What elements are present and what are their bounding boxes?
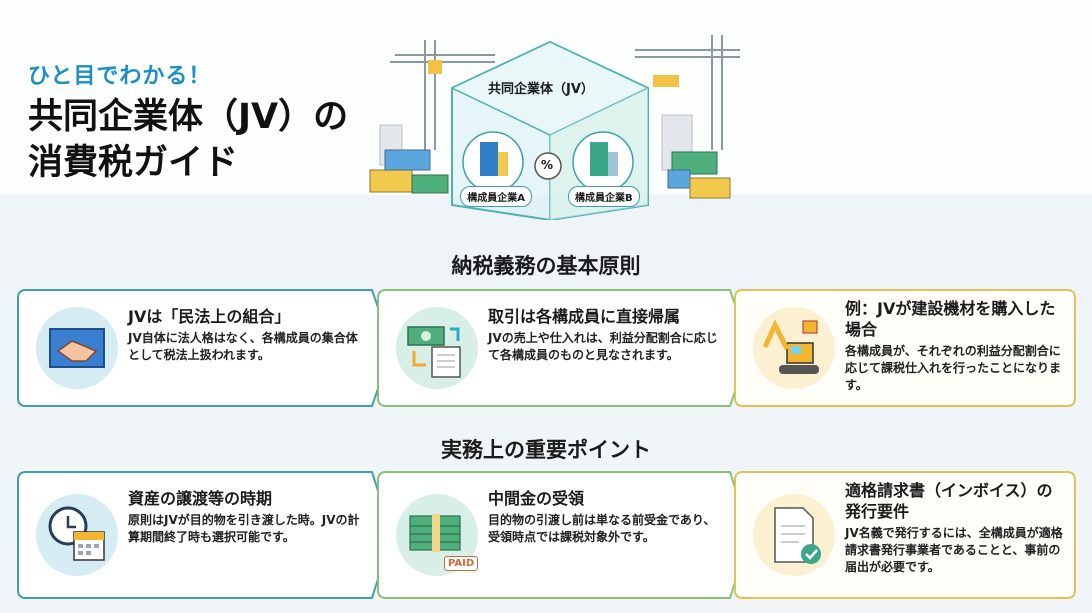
info-card: JVは「民法上の組合」 JV自体に法人格はなく、各構成員の集合体として税法上扱わ… bbox=[17, 289, 394, 407]
card-title: JVは「民法上の組合」 bbox=[128, 307, 291, 326]
info-card: 取引は各構成員に直接帰属 JVの売上や仕入れは、利益分配割合に応じて各構成員のも… bbox=[377, 289, 752, 407]
section-heading-practical: 実務上の重要ポイント bbox=[441, 438, 651, 462]
blocks-right-icon bbox=[661, 114, 731, 199]
blocks-left-icon bbox=[369, 124, 449, 194]
card-text: JVは「民法上の組合」 JV自体に法人格はなく、各構成員の集合体として税法上扱わ… bbox=[128, 306, 364, 364]
card-text: 資産の譲渡等の時期 原則はJVが目的物を引き渡した時。JVの計算期間終了時も選択… bbox=[128, 488, 364, 546]
card-frame bbox=[17, 471, 394, 599]
info-card: PAID 中間金の受領 目的物の引渡し前は単なる前受金であり、受領時点では課税対… bbox=[377, 471, 752, 599]
card-title: 取引は各構成員に直接帰属 bbox=[488, 307, 681, 326]
excavator-icon bbox=[753, 307, 835, 389]
clock-calendar-icon bbox=[36, 494, 118, 576]
card-text: 適格請求書（インボイス）の発行要件 JV名義で発行するには、全構成員が適格請求書… bbox=[845, 480, 1067, 576]
kicker: ひと目でわかる！ bbox=[28, 64, 212, 89]
card-body: JVの売上や仕入れは、利益分配割合に応じて各構成員のものと見なされます。 bbox=[488, 331, 718, 362]
card-title: 資産の譲渡等の時期 bbox=[128, 489, 273, 508]
jv-hero-illustration: 共同企業体（JV） % 構成員企業A 構成員企業B bbox=[350, 30, 750, 222]
member-a-label: 構成員企業A bbox=[460, 186, 532, 207]
money-transfer-icon bbox=[396, 307, 478, 389]
card-body: 各構成員が、それぞれの利益分配割合に応じて課税仕入れを行ったことになります。 bbox=[845, 344, 1062, 392]
member-b-label: 構成員企業B bbox=[568, 186, 640, 207]
info-card: 資産の譲渡等の時期 原則はJVが目的物を引き渡した時。JVの計算期間終了時も選択… bbox=[17, 471, 394, 599]
card-title: 例：JVが建設機材を購入した場合 bbox=[845, 299, 1056, 339]
paid-stamp: PAID bbox=[444, 556, 479, 571]
crane-right-icon bbox=[635, 35, 740, 150]
building-b-icon bbox=[590, 142, 608, 176]
card-text: 取引は各構成員に直接帰属 JVの売上や仕入れは、利益分配割合に応じて各構成員のも… bbox=[488, 306, 722, 364]
card-frame bbox=[377, 289, 752, 407]
card-body: 目的物の引渡し前は単なる前受金であり、受領時点では課税対象外です。 bbox=[488, 513, 716, 544]
card-title: 適格請求書（インボイス）の発行要件 bbox=[845, 481, 1053, 521]
crane-left-icon bbox=[390, 40, 495, 150]
card-title: 中間金の受領 bbox=[488, 489, 585, 508]
ratio-symbol: % bbox=[541, 158, 554, 172]
card-body: JV名義で発行するには、全構成員が適格請求書発行事業者であることと、事前の届出が… bbox=[845, 526, 1063, 574]
jv-label: 共同企業体（JV） bbox=[488, 82, 594, 97]
card-text: 中間金の受領 目的物の引渡し前は単なる前受金であり、受領時点では課税対象外です。 bbox=[488, 488, 722, 546]
card-body: 原則はJVが目的物を引き渡した時。JVの計算期間終了時も選択可能です。 bbox=[128, 513, 360, 544]
section-heading-principles: 納税義務の基本原則 bbox=[451, 254, 641, 278]
building-a-icon bbox=[480, 142, 498, 176]
paid-money-icon bbox=[396, 494, 478, 576]
handshake-icon bbox=[36, 307, 118, 389]
invoice-check-icon bbox=[753, 494, 835, 576]
card-text: 例：JVが建設機材を購入した場合 各構成員が、それぞれの利益分配割合に応じて課税… bbox=[845, 298, 1067, 394]
card-frame bbox=[17, 289, 394, 407]
title-line-2: 消費税ガイド bbox=[28, 143, 239, 183]
info-card: 適格請求書（インボイス）の発行要件 JV名義で発行するには、全構成員が適格請求書… bbox=[734, 471, 1076, 599]
title-line-1: 共同企業体（JV）の bbox=[28, 97, 349, 137]
info-card: 例：JVが建設機材を購入した場合 各構成員が、それぞれの利益分配割合に応じて課税… bbox=[734, 289, 1076, 407]
page-title: 共同企業体（JV）の 消費税ガイド bbox=[28, 94, 348, 186]
card-body: JV自体に法人格はなく、各構成員の集合体として税法上扱われます。 bbox=[128, 331, 358, 362]
